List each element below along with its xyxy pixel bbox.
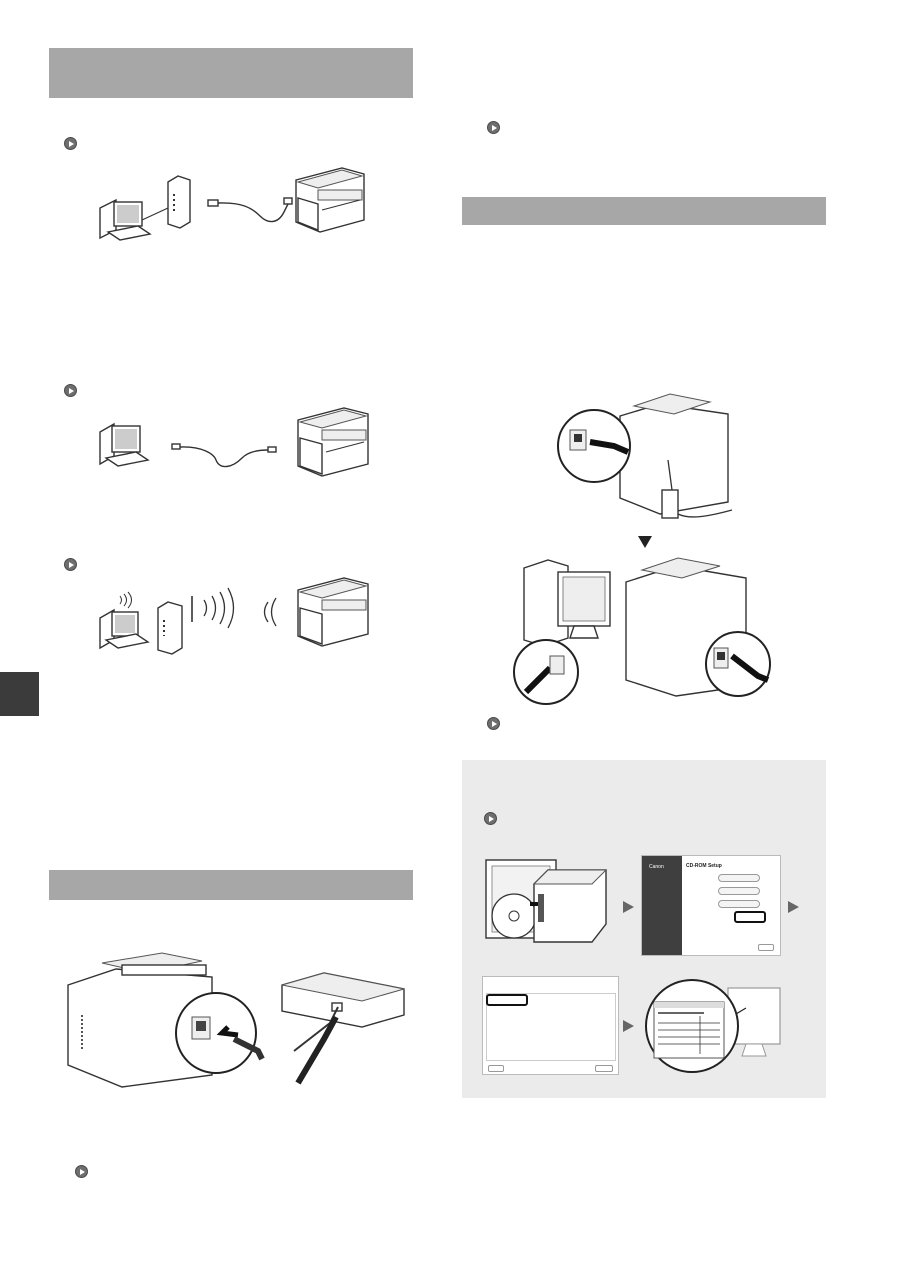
circle-arrow-right-icon bbox=[484, 812, 497, 825]
easy-installation-button[interactable] bbox=[718, 874, 760, 882]
exit-button[interactable] bbox=[758, 944, 774, 951]
usb-connection-illustration bbox=[99, 407, 369, 477]
brand-logo: Canon bbox=[649, 864, 664, 870]
section-header-left-bottom bbox=[49, 870, 413, 900]
manuals-button[interactable] bbox=[734, 911, 766, 923]
e-manual-monitor-illustration bbox=[645, 979, 781, 1073]
usb-port-printer-illustration bbox=[557, 393, 733, 519]
circle-arrow-right-icon bbox=[487, 717, 500, 730]
wireless-lan-illustration bbox=[99, 577, 369, 655]
additional-programs-button[interactable] bbox=[718, 900, 760, 908]
window-list-area bbox=[486, 993, 616, 1061]
insert-cd-illustration bbox=[485, 859, 608, 943]
right-triangle-icon bbox=[623, 901, 634, 913]
circle-arrow-right-icon bbox=[64, 137, 77, 150]
section-header-right-top bbox=[462, 197, 826, 225]
right-triangle-icon bbox=[623, 1020, 634, 1032]
lan-cable-connection-illustration bbox=[67, 952, 405, 1088]
circle-arrow-right-icon bbox=[75, 1165, 88, 1178]
close-button[interactable] bbox=[595, 1065, 613, 1072]
right-triangle-icon bbox=[788, 901, 799, 913]
e-manual-item[interactable] bbox=[486, 994, 528, 1006]
chapter-side-tab bbox=[0, 672, 39, 716]
usb-computer-printer-illustration bbox=[513, 557, 771, 705]
down-triangle-icon bbox=[638, 536, 652, 548]
wired-lan-illustration bbox=[99, 167, 365, 241]
circle-arrow-right-icon bbox=[487, 121, 500, 134]
custom-installation-button[interactable] bbox=[718, 887, 760, 895]
cd-rom-setup-screen: Canon CD-ROM Setup bbox=[641, 855, 781, 956]
circle-arrow-right-icon bbox=[64, 384, 77, 397]
manuals-window-screen bbox=[482, 976, 619, 1075]
back-button[interactable] bbox=[488, 1065, 504, 1072]
circle-arrow-right-icon bbox=[64, 558, 77, 571]
setup-title: CD-ROM Setup bbox=[686, 863, 722, 869]
section-header-left-top bbox=[49, 48, 413, 98]
setup-sidebar bbox=[642, 856, 682, 955]
